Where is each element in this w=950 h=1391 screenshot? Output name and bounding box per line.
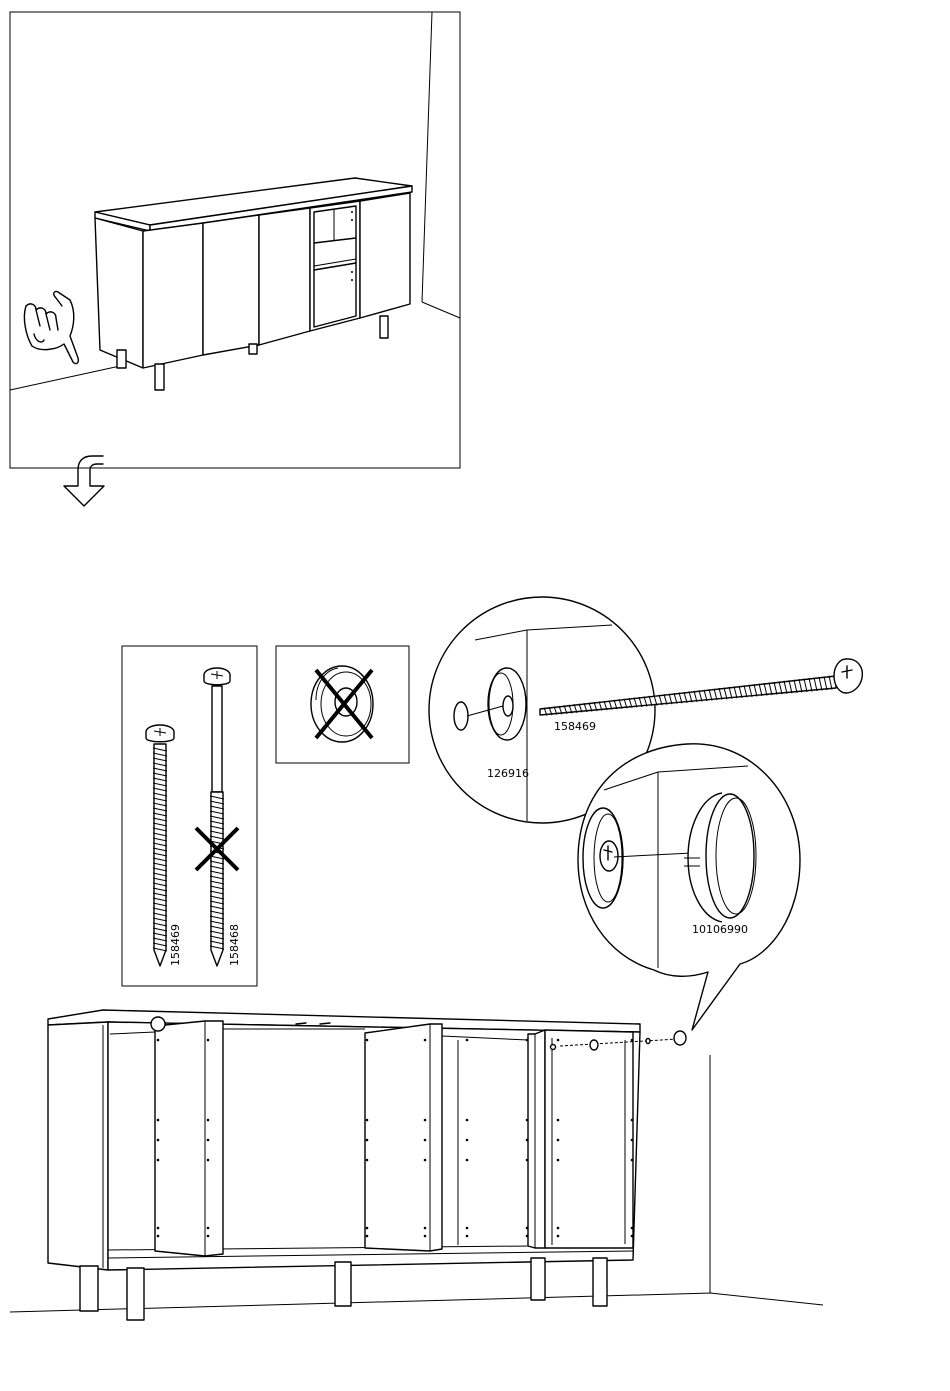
sideboard-carcass-illustration xyxy=(10,1010,823,1320)
part-label-callout-screw: 158469 xyxy=(554,720,596,733)
arrow-down-icon xyxy=(64,456,104,506)
screw-comparison-box: 158469 158468 xyxy=(122,646,257,986)
part-label-screw-long: 158469 xyxy=(169,924,182,966)
part-label-washer: 126916 xyxy=(487,767,529,780)
detail-callout-cover-cap: 10106990 xyxy=(578,744,800,1030)
washer-not-used-box xyxy=(276,646,409,763)
part-label-screw-partial: 158468 xyxy=(228,924,241,966)
sideboard-assembled-illustration xyxy=(95,178,412,390)
hand-pointing-icon xyxy=(24,291,78,363)
part-label-cap: 10106990 xyxy=(692,923,748,936)
step-panel-top xyxy=(10,12,460,468)
screw-158468-illustration xyxy=(204,668,230,966)
